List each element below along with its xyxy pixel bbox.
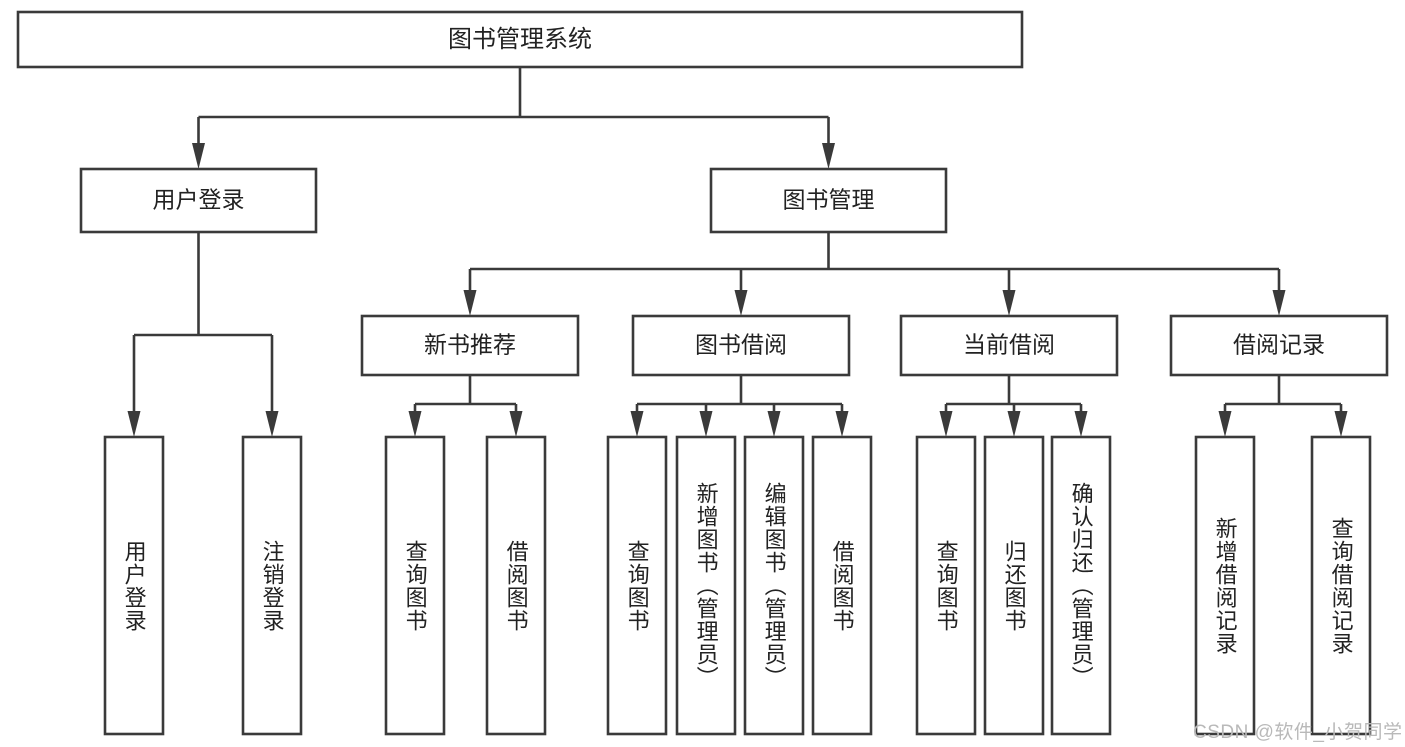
csdn-watermark: CSDN @软件_小贺同学	[1193, 722, 1403, 743]
node-box-bookmgmt[interactable]	[709, 167, 948, 234]
node-leaf-rec-add[interactable]	[1194, 435, 1256, 736]
node-box-records[interactable]	[1169, 314, 1389, 377]
node-bookmgmt[interactable]: 图书管理	[709, 167, 948, 234]
node-box-leaf-rec-query[interactable]	[1310, 435, 1372, 736]
node-leaf-user-login[interactable]	[103, 435, 165, 736]
node-leaf-bw-edit[interactable]	[743, 435, 805, 736]
node-box-login[interactable]	[79, 167, 318, 234]
connector-c-current-bus	[939, 375, 1088, 437]
node-box-leaf-bw-borrow[interactable]	[811, 435, 873, 736]
node-box-leaf-nb-query[interactable]	[384, 435, 446, 736]
node-label-login: 用户登录	[153, 187, 245, 213]
node-box-leaf-cur-return[interactable]	[983, 435, 1045, 736]
node-box-leaf-user-login[interactable]	[103, 435, 165, 736]
node-leaf-cur-confirm[interactable]	[1050, 435, 1112, 736]
node-box-leaf-bw-edit[interactable]	[743, 435, 805, 736]
node-box-newbook[interactable]	[360, 314, 580, 377]
node-leaf-bw-add[interactable]	[675, 435, 737, 736]
node-leaf-bw-borrow[interactable]	[811, 435, 873, 736]
node-box-root[interactable]	[16, 10, 1024, 69]
node-label-records: 借阅记录	[1233, 332, 1325, 358]
node-label-current: 当前借阅	[963, 332, 1055, 358]
node-label-root: 图书管理系统	[448, 26, 592, 53]
node-box-leaf-bw-add[interactable]	[675, 435, 737, 736]
node-box-leaf-cur-confirm[interactable]	[1050, 435, 1112, 736]
node-current[interactable]: 当前借阅	[899, 314, 1119, 377]
connector-c-bookmgmt-bus	[463, 232, 1286, 316]
node-leaf-bw-query[interactable]	[606, 435, 668, 736]
node-box-borrow[interactable]	[631, 314, 851, 377]
connector-c-records-bus	[1218, 375, 1348, 437]
node-box-leaf-nb-borrow[interactable]	[485, 435, 547, 736]
node-label-borrow: 图书借阅	[695, 332, 787, 358]
node-label-newbook: 新书推荐	[424, 332, 516, 358]
node-leaf-rec-query[interactable]	[1310, 435, 1372, 736]
connector-layer	[127, 67, 1348, 437]
node-box-leaf-rec-add[interactable]	[1194, 435, 1256, 736]
node-leaf-user-logout[interactable]	[241, 435, 303, 736]
node-root[interactable]: 图书管理系统	[16, 10, 1024, 69]
node-box-current[interactable]	[899, 314, 1119, 377]
node-newbook[interactable]: 新书推荐	[360, 314, 580, 377]
node-login[interactable]: 用户登录	[79, 167, 318, 234]
node-leaf-cur-query[interactable]	[915, 435, 977, 736]
node-leaf-cur-return[interactable]	[983, 435, 1045, 736]
connector-c-root-bus	[192, 67, 835, 169]
node-borrow[interactable]: 图书借阅	[631, 314, 851, 377]
node-box-leaf-bw-query[interactable]	[606, 435, 668, 736]
node-label-bookmgmt: 图书管理	[783, 187, 875, 213]
connector-c-borrow-bus	[630, 375, 849, 437]
connector-c-newbook-bus	[408, 375, 523, 437]
node-records[interactable]: 借阅记录	[1169, 314, 1389, 377]
node-box-leaf-cur-query[interactable]	[915, 435, 977, 736]
node-leaf-nb-query[interactable]	[384, 435, 446, 736]
node-leaf-nb-borrow[interactable]	[485, 435, 547, 736]
connector-c-login-bus	[127, 232, 279, 437]
node-box-leaf-user-logout[interactable]	[241, 435, 303, 736]
